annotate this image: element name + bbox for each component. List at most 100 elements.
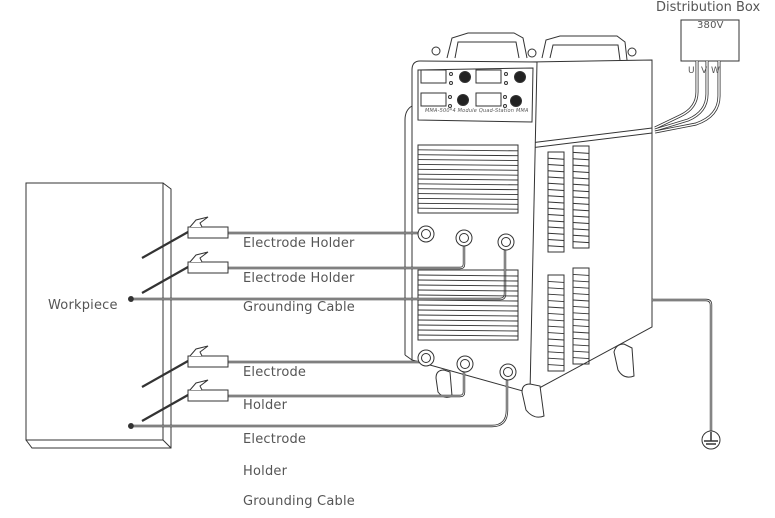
vent-slat <box>547 245 565 248</box>
vent-slat <box>417 193 519 196</box>
vent-slat <box>572 305 590 308</box>
vent-slat <box>547 364 565 367</box>
vent-slat <box>417 163 519 166</box>
vent-slat <box>417 324 519 327</box>
workpiece-block <box>25 182 172 449</box>
vent-slat <box>572 228 590 231</box>
cable-label-bottom-5: Grounding Cable <box>243 494 355 509</box>
cable-label-bottom-2: Holder <box>243 398 288 413</box>
vent-slat <box>547 300 565 303</box>
vent-slat <box>572 202 590 205</box>
cable-label-bottom-4: Holder <box>243 464 288 479</box>
side-vent-slats <box>547 280 565 367</box>
vent-slat <box>547 214 565 216</box>
vent-slat <box>572 312 590 315</box>
vent-slat <box>417 154 519 157</box>
electrode-holder-icon <box>141 251 229 294</box>
vent-slat <box>547 195 565 198</box>
vent-slat <box>572 164 590 167</box>
vent-slat <box>572 222 590 224</box>
vent-slat <box>572 196 590 199</box>
ground-clamp-icon <box>128 296 134 302</box>
vent-slat <box>547 232 565 235</box>
vent-slat <box>572 151 590 154</box>
vent-slat <box>417 279 519 282</box>
vent-slat <box>572 344 590 347</box>
terminal-top-1 <box>417 225 435 243</box>
vent-slat <box>547 357 565 360</box>
phase-u-label: U <box>688 66 695 76</box>
front-vent-bottom-slats <box>417 274 519 337</box>
electrode-holder-icon <box>141 379 229 422</box>
vent-slat <box>572 241 590 244</box>
workpiece-label: Workpiece <box>48 298 118 313</box>
cable-label-top-2: Electrode Holder <box>243 271 355 286</box>
vent-slat <box>417 202 519 205</box>
vent-slat <box>547 280 565 283</box>
vent-slat <box>417 168 519 171</box>
vent-slat <box>572 158 590 161</box>
vent-slat <box>547 332 565 335</box>
vent-slat <box>547 338 565 341</box>
vent-slat <box>417 314 519 317</box>
distribution-box-voltage: 380V <box>697 20 724 31</box>
vent-slat <box>417 329 519 332</box>
vent-slat <box>417 309 519 312</box>
cable-label-bottom-1: Electrode <box>243 365 307 380</box>
cable-bottom-ground <box>134 378 509 428</box>
vent-slat <box>417 159 519 162</box>
vent-slat <box>547 325 565 328</box>
vent-slat <box>417 284 519 287</box>
cable-label-top-3: Grounding Cable <box>243 300 355 315</box>
vent-slat <box>547 351 565 354</box>
vent-slat <box>417 274 519 277</box>
vent-slat <box>547 164 565 166</box>
electrode-holder-icon <box>141 345 229 388</box>
vent-slat <box>572 325 590 328</box>
phase-w-label: W <box>711 66 721 76</box>
vent-slat <box>572 183 590 186</box>
ground-clamp-icon <box>128 423 134 429</box>
vent-slat <box>572 215 590 218</box>
distribution-box <box>654 19 740 134</box>
vent-slat <box>417 149 519 152</box>
vent-slat <box>547 312 565 315</box>
vent-slat <box>417 178 519 181</box>
terminal-bottom-2 <box>456 355 474 373</box>
side-vent-slats <box>547 157 565 248</box>
terminal-top-2 <box>455 229 473 247</box>
vent-slat <box>572 280 590 283</box>
vent-slat <box>547 239 565 241</box>
vent-slat <box>417 207 519 210</box>
terminal-bottom-3 <box>499 363 517 381</box>
welder-model-text: MMA-500*4 Module Quad-Station MMA <box>425 108 529 114</box>
vent-slat <box>547 182 565 185</box>
cable-label-bottom-3: Electrode <box>243 432 307 447</box>
vent-slat <box>547 201 565 204</box>
vent-slat <box>547 157 565 160</box>
vent-slat <box>417 304 519 307</box>
cable-top-ground <box>134 246 507 301</box>
cable-label-top-1: Electrode Holder <box>243 236 355 251</box>
terminal-bottom-1 <box>417 349 435 367</box>
vent-slat <box>417 183 519 186</box>
vent-slat <box>572 337 590 340</box>
vent-slat <box>572 286 590 289</box>
vent-slat <box>417 319 519 322</box>
distribution-box-title: Distribution Box <box>656 0 761 15</box>
vent-slat <box>572 350 590 353</box>
vent-slat <box>572 177 590 180</box>
vent-slat <box>547 207 565 210</box>
front-vent-top-slats <box>417 149 519 210</box>
cable-top-electrode-2 <box>228 242 466 270</box>
vent-slat <box>572 331 590 334</box>
vent-slat <box>547 293 565 296</box>
welder-machine <box>404 32 653 418</box>
vent-slat <box>572 357 590 360</box>
phase-v-label: V <box>701 66 708 76</box>
terminal-top-3 <box>497 233 515 251</box>
earth-ground-icon <box>701 430 721 450</box>
vent-slat <box>572 171 590 173</box>
cable-bottom-electrode-2 <box>228 370 466 398</box>
